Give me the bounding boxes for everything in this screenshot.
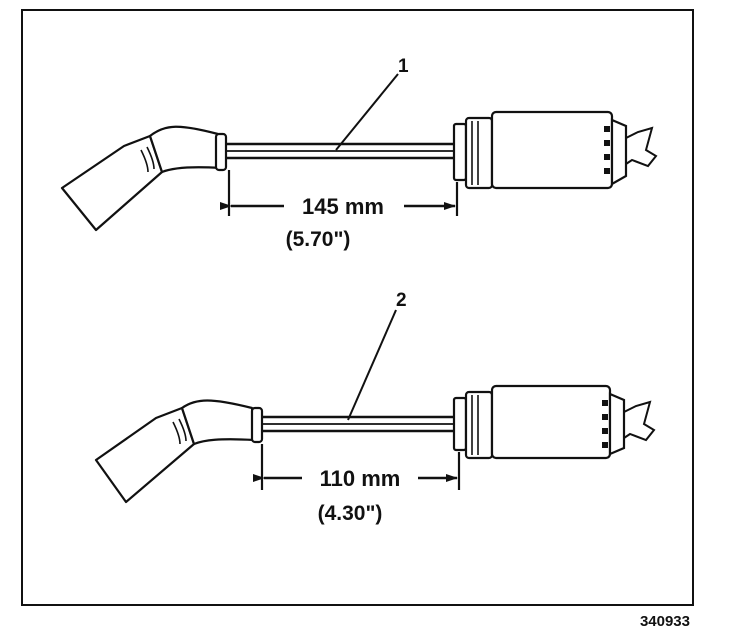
upper-length-metric: 145 mm xyxy=(302,194,384,219)
lower-ferrule xyxy=(250,406,264,444)
callout-1-leader xyxy=(335,73,399,151)
lower-length-imperial: (4.30") xyxy=(318,502,383,525)
lower-coil-connector xyxy=(452,384,656,460)
upper-wire-boot xyxy=(60,125,222,232)
upper-spark-plug-wire xyxy=(60,110,658,232)
figure-reference-number: 340933 xyxy=(640,613,690,630)
upper-dimension xyxy=(220,170,459,216)
upper-connector-ribs xyxy=(604,126,610,174)
upper-coil-connector xyxy=(452,110,658,190)
lower-length-metric: 110 mm xyxy=(320,466,401,491)
callout-2: 2 xyxy=(396,290,407,311)
lower-wire-cable xyxy=(262,415,456,433)
lower-connector-ribs xyxy=(602,400,608,448)
lower-wire-boot xyxy=(94,399,256,504)
upper-wire-cable xyxy=(226,142,456,160)
lower-dimension xyxy=(253,444,461,490)
upper-ferrule xyxy=(214,132,228,172)
upper-length-imperial: (5.70") xyxy=(286,228,351,251)
callout-2-leader xyxy=(347,309,397,421)
figure-frame xyxy=(21,9,694,606)
callout-1: 1 xyxy=(398,56,409,77)
lower-spark-plug-wire xyxy=(94,384,656,504)
